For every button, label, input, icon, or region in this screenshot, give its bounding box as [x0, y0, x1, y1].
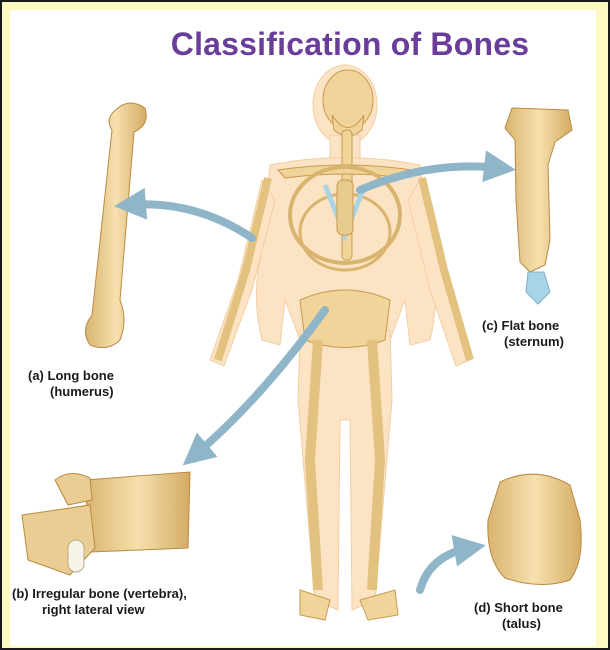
- label-short-bone-line1: (d) Short bone: [474, 600, 563, 616]
- short-bone-talus: [488, 474, 581, 584]
- label-irregular-bone-line2: right lateral view: [12, 602, 187, 618]
- irregular-bone-vertebra: [22, 472, 190, 575]
- skeleton: [218, 70, 470, 620]
- label-long-bone-line2: (humerus): [28, 384, 114, 400]
- long-bone-humerus: [85, 103, 146, 348]
- flat-bone-sternum: [505, 108, 572, 304]
- page-title: Classification of Bones: [90, 26, 610, 63]
- label-short-bone-line2: (talus): [474, 616, 563, 632]
- arrow-short-bone: [420, 548, 470, 590]
- arrow-long-bone: [130, 204, 252, 238]
- label-short-bone: (d) Short bone (talus): [474, 600, 563, 632]
- label-long-bone: (a) Long bone (humerus): [28, 368, 114, 400]
- label-irregular-bone-line1: (b) Irregular bone (vertebra),: [12, 586, 187, 602]
- label-irregular-bone: (b) Irregular bone (vertebra), right lat…: [12, 586, 187, 618]
- label-long-bone-line1: (a) Long bone: [28, 368, 114, 384]
- label-flat-bone-line2: (sternum): [482, 334, 564, 350]
- label-flat-bone: (c) Flat bone (sternum): [482, 318, 564, 350]
- label-flat-bone-line1: (c) Flat bone: [482, 318, 564, 334]
